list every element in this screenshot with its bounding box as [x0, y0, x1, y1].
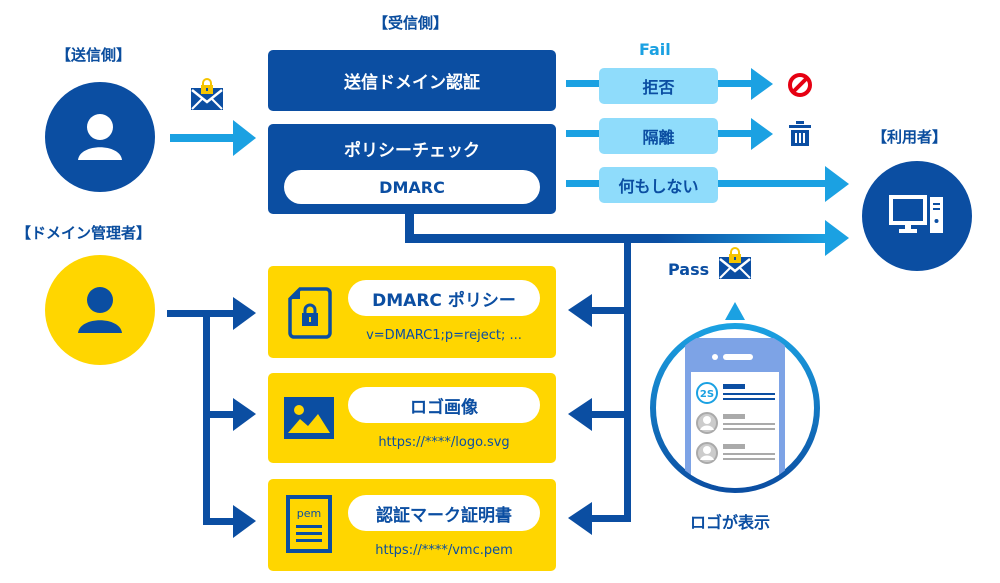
resource-lookup-arrows	[568, 238, 631, 535]
reject-arrow	[566, 68, 773, 100]
trash-icon	[789, 121, 811, 146]
brand-logo-text: 2S	[700, 389, 714, 400]
vmc-certificate-title: 認証マーク証明書	[348, 495, 540, 531]
sender-domain-auth-box: 送信ドメイン認証	[268, 50, 556, 111]
none-arrow	[566, 166, 849, 202]
domain-admin-label: 【ドメイン管理者】	[16, 224, 152, 242]
quarantine-arrow	[566, 118, 773, 150]
domain-admin-avatar	[45, 255, 155, 365]
quarantine-action: 隔離	[599, 118, 718, 154]
image-icon	[284, 397, 334, 439]
sender-avatar	[45, 82, 155, 192]
logo-image-card: ロゴ画像 https://****/logo.svg	[268, 373, 556, 463]
prohibited-icon	[788, 73, 812, 97]
inbox-row	[696, 442, 775, 464]
person-icon	[78, 114, 122, 160]
locked-file-icon	[288, 287, 332, 339]
receiver-label: 【受信側】	[373, 14, 449, 32]
pem-icon-text: pem	[297, 507, 321, 520]
fail-label: Fail	[639, 40, 671, 59]
person-icon	[78, 287, 122, 333]
logo-image-url: https://****/logo.svg	[378, 435, 510, 450]
logo-display-caption: ロゴが表示	[690, 513, 771, 532]
vmc-certificate-url: https://****/vmc.pem	[375, 543, 513, 558]
sender-logo-row: 2S	[696, 382, 775, 404]
pass-label: Pass	[668, 260, 710, 279]
bubble-pointer	[725, 302, 745, 320]
no-action: 何もしない	[599, 167, 718, 203]
vmc-certificate-card: pem 認証マーク証明書 https://****/vmc.pem	[268, 479, 556, 571]
sender-to-receiver-arrow	[170, 120, 256, 156]
smartphone-illustration: 2S	[685, 338, 785, 488]
locked-mail-icon	[719, 247, 751, 279]
policy-check-label: ポリシーチェック	[344, 141, 480, 161]
admin-publish-arrows	[167, 297, 256, 538]
locked-mail-icon	[191, 78, 223, 110]
logo-image-title: ロゴ画像	[348, 387, 540, 423]
pass-arrow	[405, 210, 849, 256]
desktop-computer-icon	[889, 195, 943, 233]
user-label: 【利用者】	[872, 128, 948, 146]
dmarc-policy-card: DMARC ポリシー v=DMARC1;p=reject; ...	[268, 266, 556, 358]
sender-label: 【送信側】	[56, 46, 132, 64]
user-avatar	[862, 161, 972, 271]
inbox-row	[696, 412, 775, 434]
pem-document-icon: pem	[286, 495, 332, 553]
dmarc-policy-title: DMARC ポリシー	[348, 280, 540, 316]
reject-action: 拒否	[599, 68, 718, 104]
dmarc-policy-record: v=DMARC1;p=reject; ...	[366, 328, 522, 343]
logo-display-bubble: 2S	[650, 302, 820, 493]
dmarc-pill: DMARC	[284, 170, 540, 204]
